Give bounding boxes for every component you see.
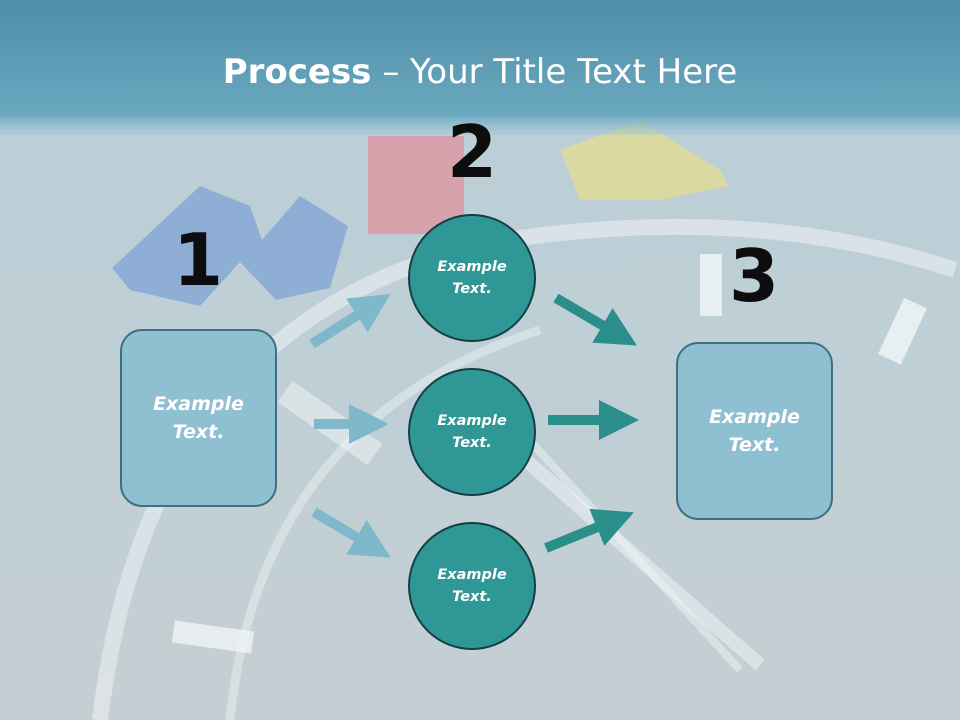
step-number-3: 3 [728,234,780,318]
arrow-to-bottom-circle [311,507,391,558]
step-number-2: 2 [446,110,498,194]
right-text-box: Example Text. [676,342,833,520]
step-number-1: 1 [172,218,224,302]
slide-title-rest: – Your Title Text Here [371,52,738,92]
slide-title: Process – Your Title Text Here [0,52,960,92]
top-circle: Example Text. [408,214,536,342]
arrow-from-bottom-circle [544,508,634,553]
arrow-from-top-circle [553,293,637,346]
bottom-circle: Example Text. [408,522,536,650]
slide-title-bold: Process [222,52,372,92]
left-text-box: Example Text. [120,329,277,507]
arrow-to-top-circle [309,293,391,349]
middle-circle: Example Text. [408,368,536,496]
